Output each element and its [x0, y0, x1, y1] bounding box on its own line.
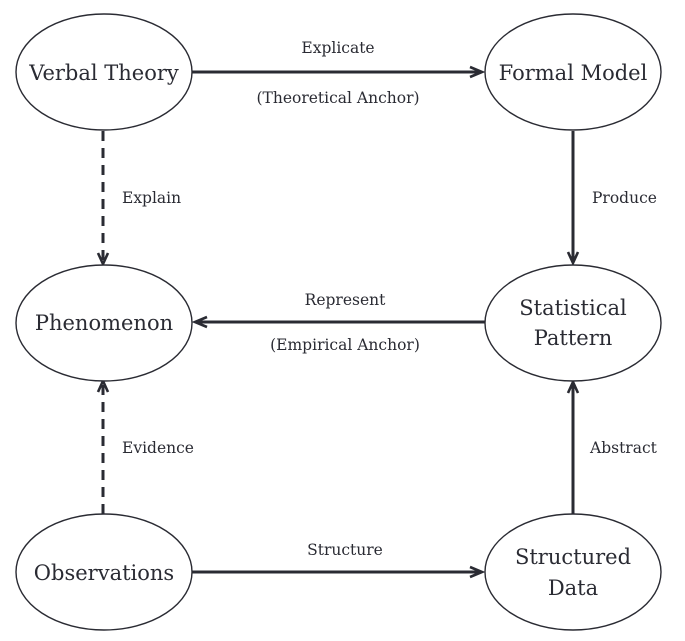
arrowhead-icon [469, 65, 486, 79]
edge-structure: Structure [192, 541, 486, 579]
arrowhead-icon [566, 251, 580, 267]
node-observations-label: Observations [34, 561, 174, 585]
edge-label-evidence: Evidence [122, 439, 194, 457]
edge-explain: Explain [96, 131, 181, 268]
node-statistical-pattern-ellipse [484, 264, 662, 382]
node-structured-data-label-line1: Structured [515, 545, 631, 569]
edge-explicate: Explicate (Theoretical Anchor) [192, 39, 486, 107]
node-phenomenon-label: Phenomenon [35, 311, 173, 335]
edge-abstract: Abstract [566, 378, 658, 514]
edge-label-represent: Represent [305, 291, 386, 309]
node-structured-data: Structured Data [484, 513, 662, 631]
node-structured-data-label-line2: Data [548, 576, 598, 600]
node-phenomenon-ellipse [15, 264, 193, 382]
node-formal-model: Formal Model [484, 13, 662, 131]
node-verbal-theory-ellipse [15, 13, 193, 131]
node-phenomenon: Phenomenon [15, 264, 193, 382]
edge-sublabel-theoretical-anchor: (Theoretical Anchor) [256, 89, 419, 107]
edge-produce: Produce [566, 131, 657, 267]
node-formal-model-label: Formal Model [499, 61, 648, 85]
node-structured-data-ellipse [484, 513, 662, 631]
arrowhead-icon [566, 378, 580, 394]
node-statistical-pattern-label-line1: Statistical [519, 296, 627, 320]
edge-label-abstract: Abstract [589, 439, 658, 457]
node-statistical-pattern-label-line2: Pattern [534, 326, 613, 350]
arrowhead-icon [191, 315, 208, 329]
edge-label-explain: Explain [122, 189, 181, 207]
node-formal-model-ellipse [484, 13, 662, 131]
edge-label-produce: Produce [592, 189, 657, 207]
node-verbal-theory: Verbal Theory [15, 13, 193, 131]
edge-label-explicate: Explicate [301, 39, 374, 57]
arrowhead-icon [96, 252, 110, 268]
edge-sublabel-empirical-anchor: (Empirical Anchor) [270, 336, 420, 354]
arrowhead-icon [469, 565, 486, 579]
edge-represent: Represent (Empirical Anchor) [191, 291, 485, 354]
node-observations-ellipse [15, 513, 193, 631]
node-verbal-theory-label: Verbal Theory [28, 61, 179, 85]
node-statistical-pattern: Statistical Pattern [484, 264, 662, 382]
edge-evidence: Evidence [96, 377, 194, 514]
node-observations: Observations [15, 513, 193, 631]
edge-label-structure: Structure [307, 541, 383, 559]
